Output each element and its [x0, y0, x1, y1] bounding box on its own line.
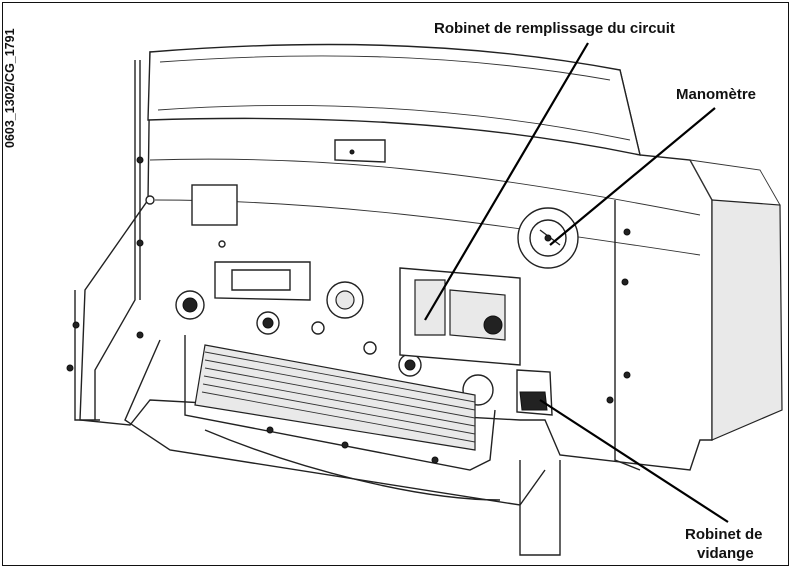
drain-valve-label-line1: Robinet de [685, 526, 763, 543]
pressure-gauge [517, 207, 579, 269]
control-panel [145, 184, 494, 406]
pressure-gauge-pointer [549, 107, 716, 246]
leader-lines [424, 42, 729, 523]
left-side-rails [66, 60, 144, 421]
fill-valve-label: Robinet de remplissage du circuit [434, 20, 675, 37]
drain-valve-pointer [539, 399, 729, 523]
fill-valve [399, 267, 521, 366]
drain-valve-label-line2: vidange [697, 545, 754, 562]
pressure-gauge-label: Manomètre [676, 86, 757, 103]
fill-valve-pointer [424, 42, 589, 321]
drain-valve [516, 369, 553, 416]
heat-exchanger [124, 335, 546, 506]
right-side-rails [519, 200, 641, 556]
